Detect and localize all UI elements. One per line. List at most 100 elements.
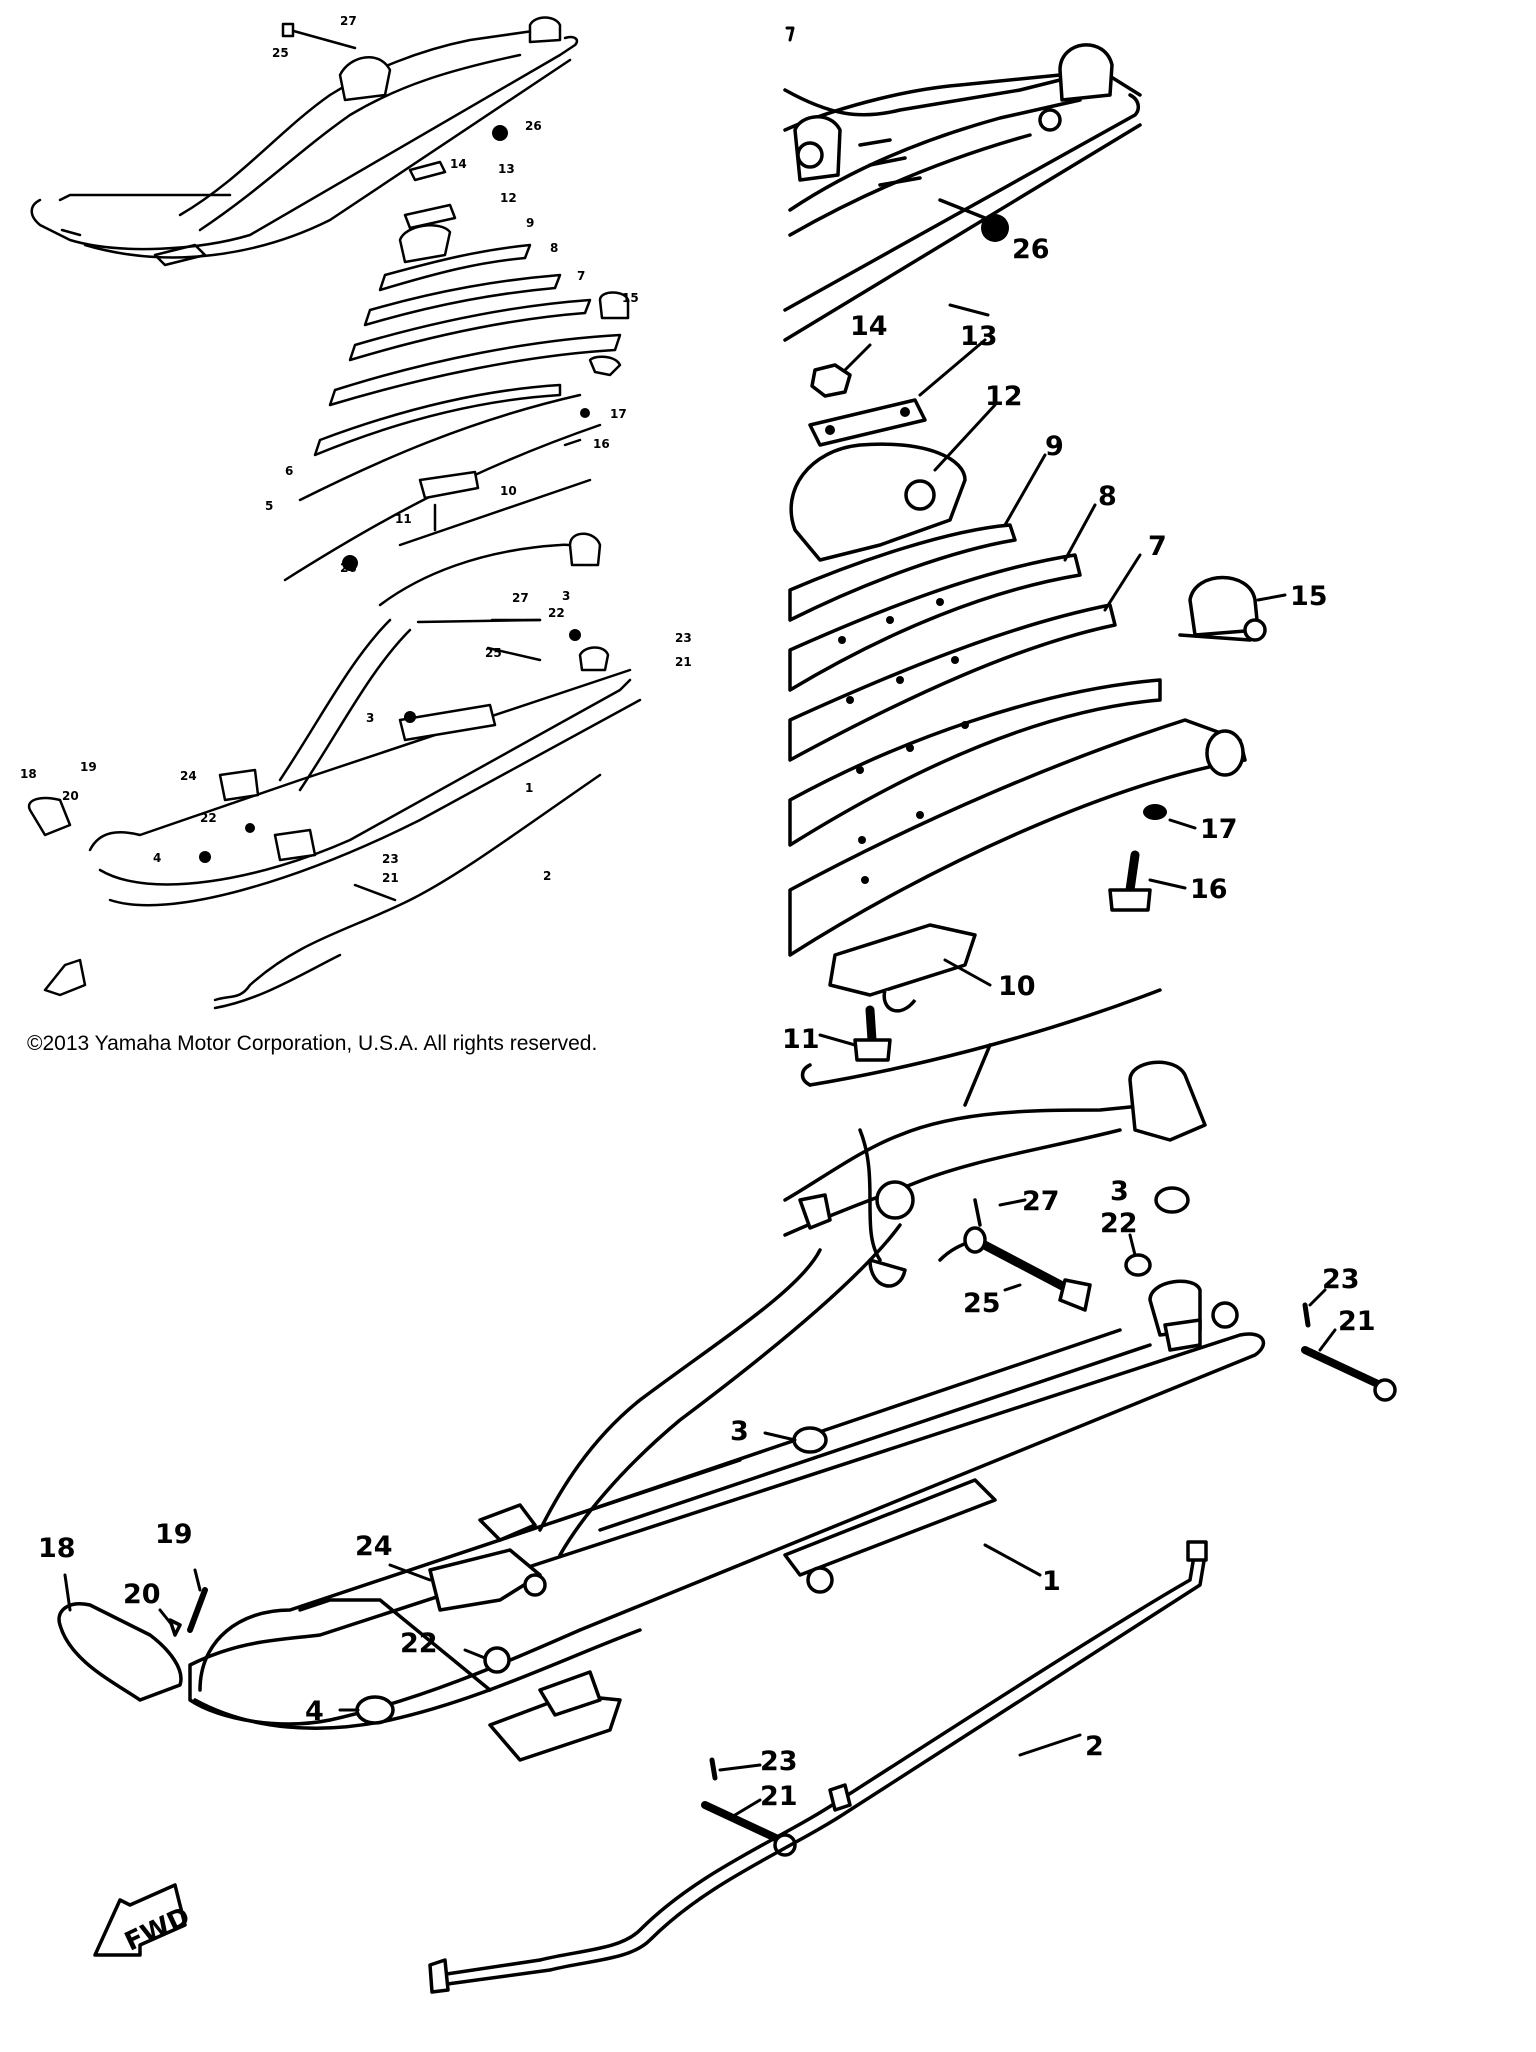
thumb-label-22b: 22: [200, 811, 217, 825]
part-23-pin-lower: [709, 1757, 718, 1781]
thumbnail-diagram: [27, 16, 642, 1010]
label-16: 16: [1190, 874, 1228, 905]
thumb-label-15: 15: [622, 291, 639, 305]
label-12: 12: [985, 381, 1023, 412]
thumb-label-23a: 23: [675, 631, 692, 645]
label-9: 9: [1045, 431, 1064, 462]
label-22-upper: 22: [1100, 1208, 1138, 1239]
part-14-nut: [810, 363, 852, 398]
thumb-lower-ski: [27, 532, 642, 1010]
part-12-clamp: [789, 442, 967, 562]
thumb-label-11: 11: [395, 512, 412, 526]
label-7: 7: [1148, 531, 1167, 562]
upper-ski-fragment: [783, 43, 1142, 342]
thumb-label-16: 16: [593, 437, 610, 451]
label-3-upper: 3: [1110, 1176, 1129, 1207]
part-15-bushing: [1188, 575, 1260, 637]
part-8-leaf: [788, 553, 1082, 692]
thumb-label-8: 8: [550, 241, 558, 255]
label-21-right: 21: [1338, 1306, 1376, 1337]
thumb-label-5: 5: [265, 499, 273, 513]
thumb-label-18: 18: [20, 767, 37, 781]
thumb-label-26b: 26: [340, 561, 357, 575]
part-22-nut-lower: [483, 1646, 511, 1674]
label-18: 18: [38, 1533, 76, 1564]
label-8: 8: [1098, 481, 1117, 512]
label-3-lower: 3: [730, 1416, 749, 1447]
thumb-label-10: 10: [500, 484, 517, 498]
copyright-notice: ©2013 Yamaha Motor Corporation, U.S.A. A…: [27, 1032, 598, 1055]
label-4: 4: [305, 1696, 324, 1727]
label-10: 10: [998, 971, 1036, 1002]
main-labels: 26 14 13 12 9 8 7 15 17 16 10 11 3 27 22…: [38, 234, 1376, 1812]
label-1: 1: [1042, 1566, 1061, 1597]
thumb-label-22a: 22: [548, 606, 565, 620]
thumb-label-2: 2: [543, 869, 551, 883]
thumb-assembled-ski: [30, 16, 579, 267]
part-4-nut: [355, 1695, 395, 1725]
edge-mark: [785, 26, 795, 42]
part-2-wear-rod: [428, 1540, 1208, 1994]
thumb-label-26: 26: [525, 119, 542, 133]
part-5-leaf: [788, 718, 1247, 957]
thumb-label-9: 9: [526, 216, 534, 230]
label-21-lower: 21: [760, 1781, 798, 1812]
thumb-label-1: 1: [525, 781, 533, 795]
label-22-lower: 22: [400, 1628, 438, 1659]
thumbnail-labels: 27 25 26 14 13 12 9 8 7 15 17 16 6 10 5 …: [20, 14, 692, 885]
label-25: 25: [963, 1288, 1001, 1319]
label-24: 24: [355, 1531, 393, 1562]
label-19: 19: [155, 1519, 193, 1550]
thumb-label-4: 4: [153, 851, 161, 865]
label-26: 26: [1012, 234, 1050, 265]
thumb-label-3a: 3: [562, 589, 570, 603]
thumb-label-19: 19: [80, 760, 97, 774]
thumb-label-27b: 27: [512, 591, 529, 605]
thumb-label-14: 14: [450, 157, 467, 171]
part-10-bracket: [828, 923, 977, 997]
label-2: 2: [1085, 1731, 1104, 1762]
part-7-leaf: [788, 603, 1117, 762]
thumb-label-27: 27: [340, 14, 357, 28]
label-23-right: 23: [1322, 1264, 1360, 1295]
label-15: 15: [1290, 581, 1328, 612]
label-23-lower: 23: [760, 1746, 798, 1777]
thumb-label-25b: 25: [485, 646, 502, 660]
part-22-nut-upper: [1124, 1253, 1152, 1277]
part-9-leaf: [788, 523, 1017, 622]
label-11: 11: [782, 1024, 820, 1055]
part-16-bolt: [1108, 850, 1152, 912]
leader-lines: [63, 303, 1337, 1820]
thumb-label-20: 20: [62, 789, 79, 803]
label-13: 13: [960, 321, 998, 352]
thumb-label-25: 25: [272, 46, 289, 60]
thumb-label-21a: 21: [675, 655, 692, 669]
fwd-arrow-icon: FWD: [93, 1883, 195, 1958]
label-17: 17: [1200, 814, 1238, 845]
part-27-pin: [973, 1198, 982, 1227]
part-6-leaf: [788, 678, 1162, 847]
lower-ski-body: [188, 1060, 1266, 1762]
label-20: 20: [123, 1579, 161, 1610]
thumb-label-12: 12: [500, 191, 517, 205]
thumb-label-7: 7: [577, 269, 585, 283]
thumb-label-3b: 3: [366, 711, 374, 725]
thumb-label-17: 17: [610, 407, 627, 421]
part-25-bolt: [963, 1226, 1092, 1312]
part-21-pin-lower: [701, 1801, 797, 1857]
part-21-pin-right: [1301, 1346, 1397, 1402]
part-13-plate: [808, 398, 927, 447]
thumb-label-13: 13: [498, 162, 515, 176]
part-18-guard: [57, 1602, 183, 1702]
part-19-screw: [187, 1587, 208, 1633]
thumb-label-21b: 21: [382, 871, 399, 885]
part-17-washer: [1143, 804, 1167, 820]
main-diagram: FWD: [57, 43, 1397, 1994]
part-3-nut-upper: [1154, 1186, 1190, 1214]
thumb-label-24: 24: [180, 769, 197, 783]
thumb-label-23b: 23: [382, 852, 399, 866]
part-11-bolt: [853, 1005, 892, 1062]
label-27: 27: [1022, 1186, 1060, 1217]
